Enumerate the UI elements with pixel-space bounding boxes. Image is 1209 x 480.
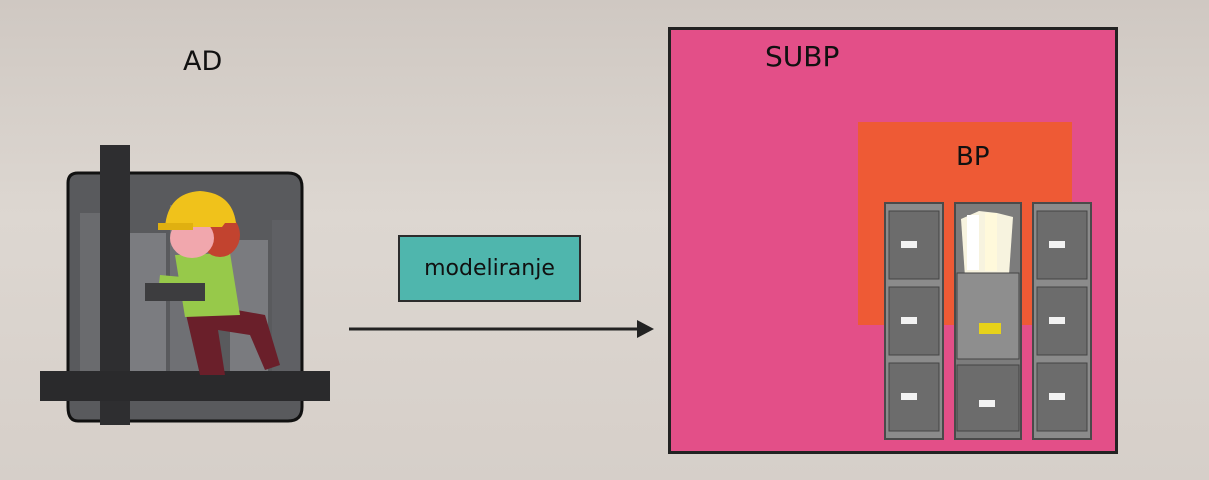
ad-label: AD <box>183 46 223 77</box>
subp-label: SUBP <box>765 40 840 73</box>
file-cabinets-icon <box>883 195 1093 445</box>
construction-worker-icon <box>40 145 330 435</box>
bp-label: BP <box>956 142 990 172</box>
arrow-right-icon <box>345 318 655 340</box>
modeling-box: modeliranje <box>398 235 581 302</box>
